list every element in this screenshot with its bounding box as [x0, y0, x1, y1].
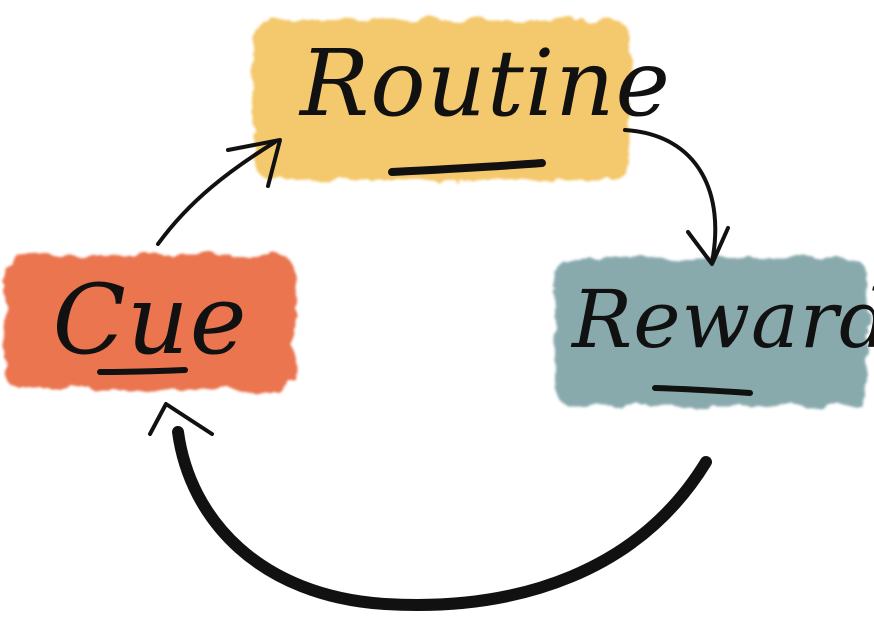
edge-cue-routine — [156, 140, 277, 246]
reward-patch — [555, 258, 867, 406]
arrowhead-routine — [226, 138, 282, 188]
node-reward-label: Reward — [572, 273, 874, 366]
reward-underline — [652, 385, 753, 396]
edge-routine-reward — [623, 128, 718, 264]
edge-reward-cue — [172, 426, 712, 611]
node-cue-label: Cue — [52, 264, 248, 376]
arrowhead-cue — [148, 402, 214, 436]
node-routine-label: Routine — [300, 30, 672, 137]
routine-underline — [388, 159, 546, 176]
cue-patch — [5, 255, 295, 390]
cue-underline — [97, 367, 188, 375]
routine-patch — [255, 20, 630, 180]
arrowhead-reward — [686, 226, 730, 266]
